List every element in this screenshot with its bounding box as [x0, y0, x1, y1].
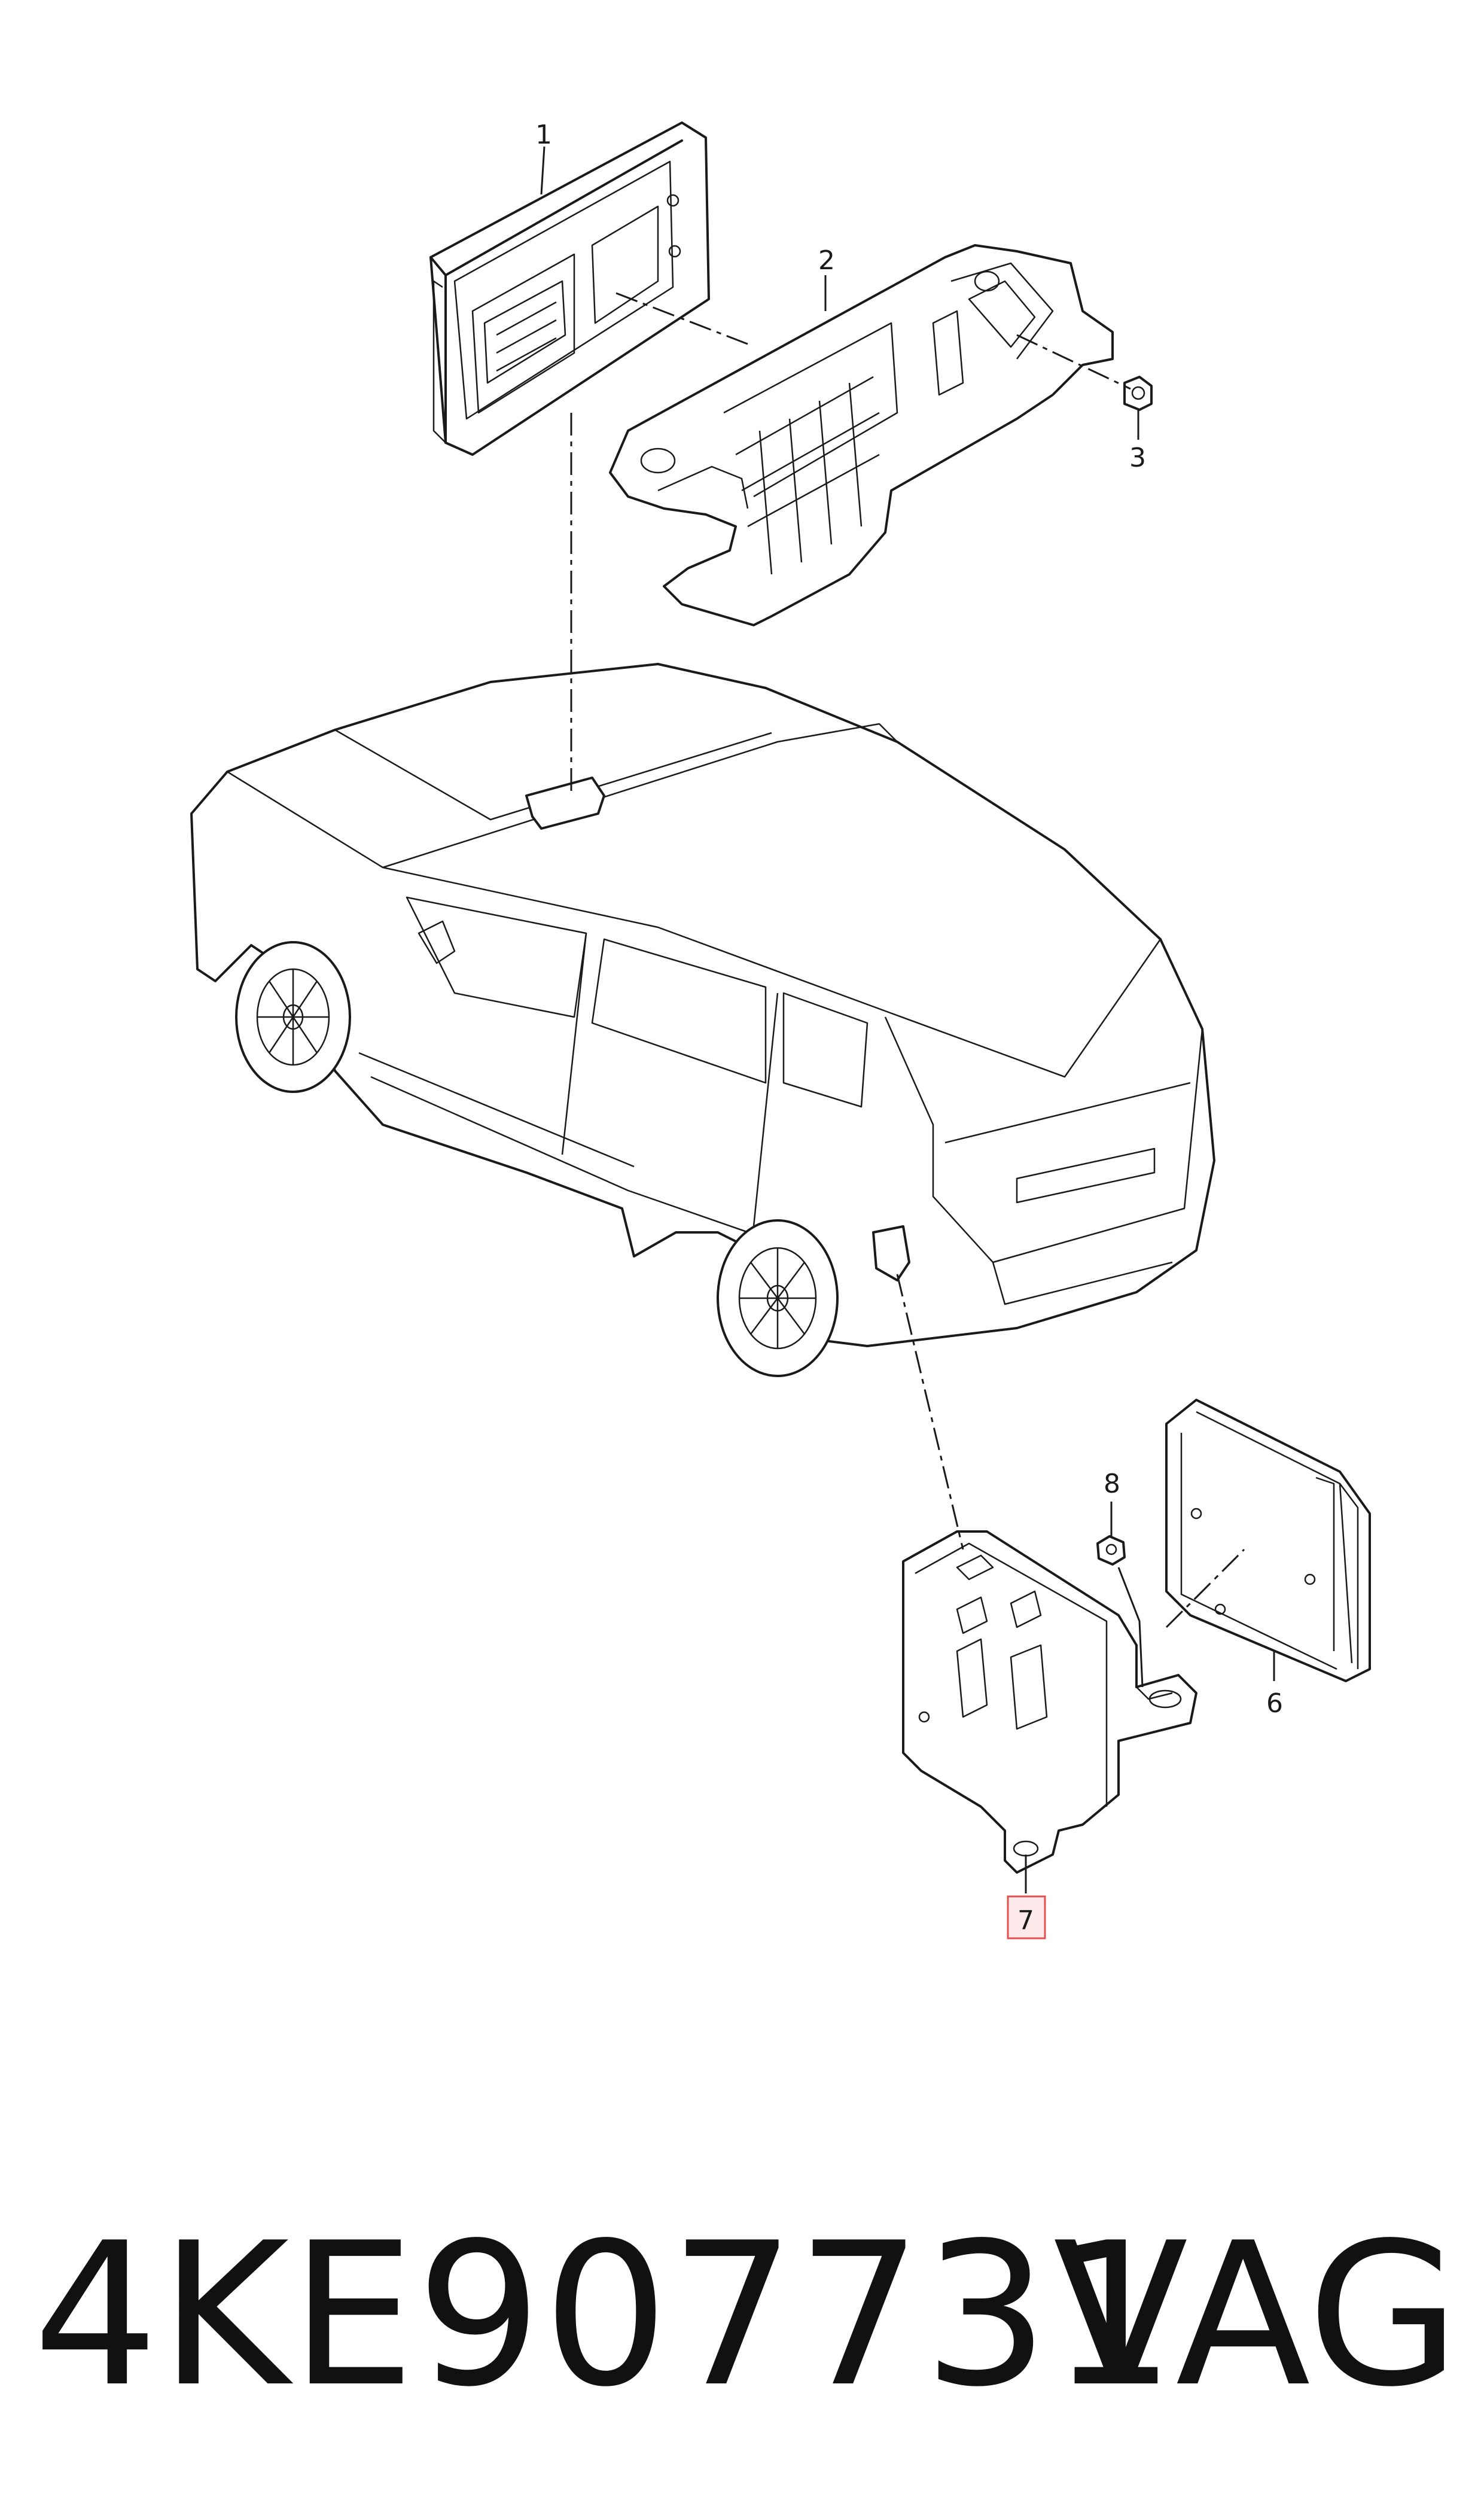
part-3-nut[interactable]	[1123, 376, 1153, 411]
highlight-box-part-7[interactable]	[1007, 1895, 1046, 1940]
label-part-6: 6	[1266, 1688, 1283, 1719]
part-7-module-with-bracket[interactable]	[902, 1530, 1197, 1874]
label-part-1: 1	[535, 120, 552, 150]
label-part-8: 8	[1104, 1469, 1120, 1499]
footer: 4KE907731 VAG	[0, 2190, 1484, 2441]
label-part-7: 7	[1017, 1905, 1034, 1936]
assembly-lines	[540, 146, 1275, 1893]
label-part-3: 3	[1129, 443, 1146, 473]
part-2-bracket[interactable]	[609, 244, 1114, 626]
part-6-control-unit[interactable]	[1165, 1399, 1371, 1682]
part-number: 4KE907731	[33, 2200, 1177, 2430]
part-1-control-module[interactable]	[429, 121, 710, 456]
part-8-nut[interactable]	[1096, 1535, 1126, 1566]
label-part-2: 2	[818, 245, 835, 276]
vehicle-outline	[190, 663, 1215, 1377]
brand-name: VAG	[1053, 2200, 1460, 2430]
exploded-parts-diagram: 1 2 3 6 8 7	[190, 120, 1371, 1940]
